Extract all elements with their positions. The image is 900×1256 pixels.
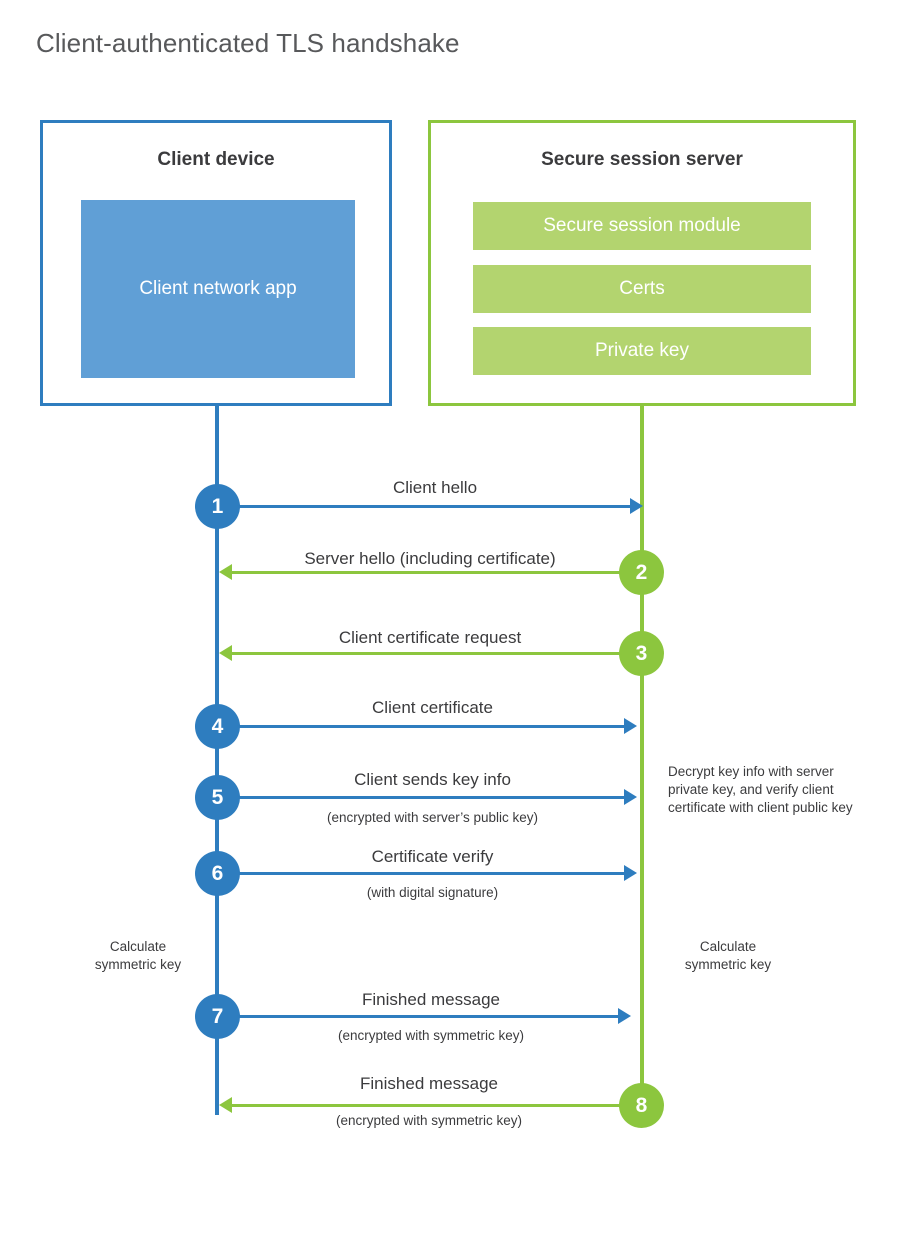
step-3-arrow-head-icon — [219, 645, 232, 661]
step-6-arrow-head-icon — [624, 865, 637, 881]
step-8-label: Finished message — [360, 1074, 498, 1093]
step-8-arrow-line — [225, 1104, 621, 1107]
step-7-arrow-line — [238, 1015, 620, 1018]
client-lifeline — [215, 403, 219, 1115]
step-8-marker: 8 — [619, 1083, 664, 1128]
step-2-label: Server hello (including certificate) — [304, 549, 556, 568]
server-calculate-symmetric-key-annotation: Calculate symmetric key — [684, 939, 772, 972]
step-4-label: Client certificate — [372, 698, 493, 717]
secure-session-server-box: Secure session server Secure session mod… — [428, 120, 856, 406]
step-6-label: Certificate verify — [371, 847, 494, 866]
step-3-arrow-line — [225, 652, 621, 655]
step-6-arrow-line — [238, 872, 626, 875]
step-2-arrow-head-icon — [219, 564, 232, 580]
step-2-arrow-line — [225, 571, 621, 574]
private-key-block: Private key — [473, 327, 811, 375]
step-1-arrow-line — [238, 505, 634, 508]
client-device-box: Client device Client network app — [40, 120, 392, 406]
step-6-marker: 6 — [195, 851, 240, 896]
step-4-arrow-line — [238, 725, 626, 728]
step-4-arrow-head-icon — [624, 718, 637, 734]
step-2-marker: 2 — [619, 550, 664, 595]
step-7-label: Finished message — [362, 990, 500, 1009]
secure-session-server-title: Secure session server — [541, 149, 743, 170]
certs-block: Certs — [473, 265, 811, 313]
step-3-label: Client certificate request — [338, 628, 522, 647]
step-4-marker: 4 — [195, 704, 240, 749]
step-8-arrow-head-icon — [219, 1097, 232, 1113]
step-1-label: Client hello — [392, 478, 478, 497]
client-device-title: Client device — [157, 149, 275, 170]
step-1-arrow-head-icon — [630, 498, 643, 514]
step-7-marker: 7 — [195, 994, 240, 1039]
server-lifeline — [640, 403, 644, 1105]
step-5-arrow-head-icon — [624, 789, 637, 805]
client-calculate-symmetric-key-annotation: Calculate symmetric key — [94, 939, 182, 972]
step-8-sublabel: (encrypted with symmetric key) — [335, 1113, 523, 1128]
page-title: Client-authenticated TLS handshake — [36, 28, 460, 58]
step-7-arrow-head-icon — [618, 1008, 631, 1024]
secure-session-module-block: Secure session module — [473, 202, 811, 250]
step-6-sublabel: (with digital signature) — [366, 885, 499, 900]
step-5-label: Client sends key info — [354, 770, 511, 789]
server-decrypt-annotation: Decrypt key info with server private key… — [668, 764, 853, 815]
client-network-app-block: Client network app — [81, 200, 355, 378]
step-1-marker: 1 — [195, 484, 240, 529]
step-7-sublabel: (encrypted with symmetric key) — [337, 1028, 525, 1043]
step-3-marker: 3 — [619, 631, 664, 676]
step-5-marker: 5 — [195, 775, 240, 820]
step-5-sublabel: (encrypted with server’s public key) — [326, 810, 539, 825]
step-5-arrow-line — [238, 796, 626, 799]
